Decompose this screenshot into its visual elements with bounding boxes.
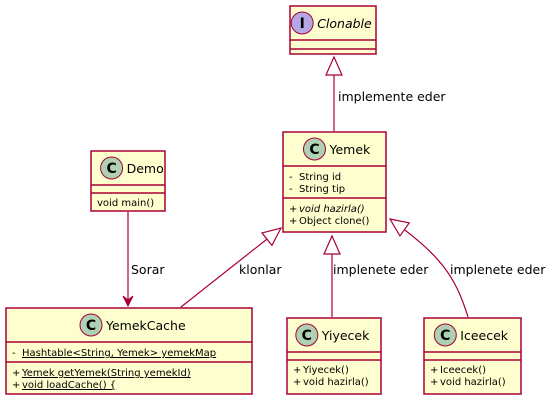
public-visibility-icon: + [12,380,20,391]
class-name: Yemek [329,142,372,157]
relation-line [180,227,282,308]
class-member: void hazirla() [303,377,369,388]
relations-layer [122,55,469,318]
relation-label: implemente eder [338,89,446,104]
class-name: Demo [127,161,164,176]
class-member: String id [299,172,341,183]
stereotype-letter: C [302,328,312,344]
class-name: Clonable [317,16,372,31]
class-stereotype-icon [433,323,457,347]
inheritance-triangle-icon [323,234,341,255]
relation-iceecek-yemek[interactable] [388,218,469,318]
class-stereotype-icon [295,323,319,347]
interface-stereotype-icon [290,11,314,35]
public-visibility-icon: + [293,365,301,376]
class-demo[interactable]: C Demo void main() [90,150,166,212]
inheritance-triangle-icon [388,218,411,238]
class-stereotype-icon [100,156,124,180]
public-visibility-icon: + [289,204,297,215]
class-member: void loadCache() { [22,380,116,391]
class-box [5,307,253,395]
public-visibility-icon: + [430,365,438,376]
class-stereotype-icon [303,137,326,161]
class-member: Object clone() [299,216,370,227]
relation-label: implenete eder [450,262,546,277]
relation-yemekcache-yemek[interactable] [180,227,283,308]
class-member: void main() [97,198,154,209]
class-member: Yemek getYemek(String yemekId) [21,368,191,379]
class-name: Iceecek [460,328,509,343]
relation-demo-yemekcache[interactable] [122,212,134,308]
class-member: String tip [299,184,345,195]
inheritance-triangle-icon [325,55,343,76]
class-yiyecek[interactable]: C Yiyecek +Yiyecek()+void hazirla() [286,317,382,395]
relation-yemek-clonable[interactable] [325,55,343,131]
public-visibility-icon: + [293,377,301,388]
arrowhead-icon [122,295,134,308]
class-member: Yiyecek() [302,365,349,376]
class-member: void hazirla() [440,377,506,388]
inheritance-triangle-icon [260,227,283,247]
class-name: Yiyecek [321,328,370,343]
class-clonable[interactable]: I Clonable [289,5,377,55]
class-member: Iceecek() [440,365,486,376]
relation-label: Sorar [131,262,165,277]
class-name: YemekCache [105,318,186,333]
stereotype-letter: C [86,318,96,334]
relation-label: implenete eder [333,262,429,277]
stereotype-letter: C [440,328,450,344]
class-yemekcache[interactable]: C YemekCache -Hashtable<String, Yemek> yem… [5,307,253,395]
stereotype-letter: C [309,142,319,158]
private-visibility-icon: - [289,184,293,195]
public-visibility-icon: + [430,377,438,388]
private-visibility-icon: - [289,172,293,183]
stereotype-letter: I [300,16,305,32]
class-member: Hashtable<String, Yemek> yemekMap [22,348,216,359]
relation-line [389,218,469,318]
class-stereotype-icon [79,313,103,337]
class-member: void hazirla() [299,204,365,215]
class-box [282,131,387,233]
private-visibility-icon: - [12,348,16,359]
public-visibility-icon: + [12,368,20,379]
public-visibility-icon: + [289,216,297,227]
class-iceecek[interactable]: C Iceecek +Iceecek()+void hazirla() [423,317,522,395]
relation-yiyecek-yemek[interactable] [323,234,341,317]
stereotype-letter: C [106,161,116,177]
relation-label: klonlar [239,262,282,277]
